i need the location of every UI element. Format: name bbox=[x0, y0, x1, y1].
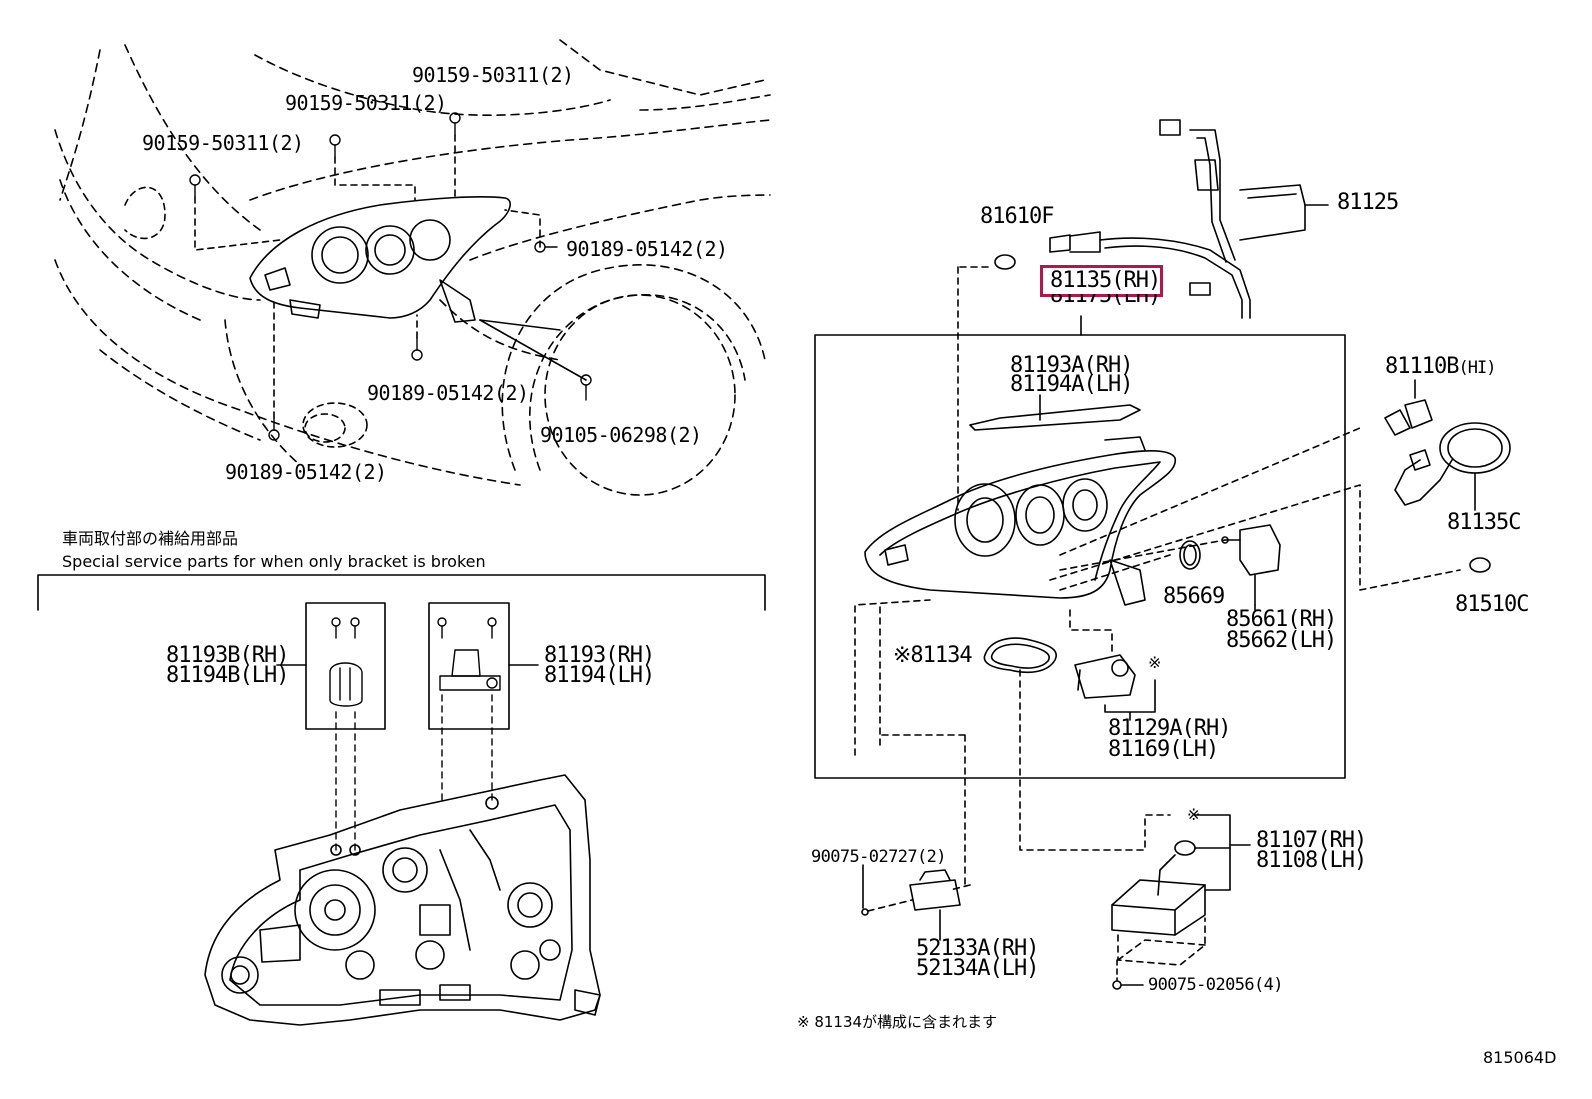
label-81108-lh: 81108(LH) bbox=[1256, 848, 1367, 873]
bulb-81110B bbox=[1384, 379, 1433, 436]
ballast-81107 bbox=[1111, 814, 1251, 990]
diagram-id: 815064D bbox=[1483, 1048, 1557, 1067]
label-90159-50311-left: 90159-50311(2) bbox=[142, 131, 304, 155]
bracket-section-title-en: Special service parts for when only brac… bbox=[62, 552, 486, 571]
bracket-52133A bbox=[861, 864, 961, 941]
label-81135C: 81135C bbox=[1447, 510, 1521, 535]
trim-81193A bbox=[969, 404, 1141, 431]
gasket-81134 bbox=[983, 637, 1057, 674]
label-81194B-lh: 81194B(LH) bbox=[166, 663, 289, 688]
label-81193A-rh: 81193A(RH) bbox=[1010, 353, 1133, 378]
headlamp-rear-view bbox=[204, 774, 601, 1026]
label-81175-lh: 81175(LH) bbox=[1050, 294, 1160, 307]
headlamp-assembly-frame bbox=[814, 334, 1346, 779]
bracket-section-frame bbox=[37, 574, 766, 730]
label-85662-lh: 85662(LH) bbox=[1226, 628, 1337, 653]
cap-81610F bbox=[994, 254, 1016, 270]
label-81510C: 81510C bbox=[1455, 592, 1529, 617]
label-81125: 81125 bbox=[1337, 190, 1399, 215]
label-90159-50311-middle: 90159-50311(2) bbox=[285, 91, 447, 115]
label-81110B: 81110B(HI) bbox=[1385, 354, 1496, 379]
label-81134: ※81134 bbox=[893, 643, 973, 668]
socket-85661 bbox=[1221, 524, 1281, 606]
label-90189-05142-bottom: 90189-05142(2) bbox=[225, 460, 387, 484]
label-90189-05142-right: 90189-05142(2) bbox=[566, 237, 728, 261]
leveling-motor-81129A bbox=[1074, 654, 1136, 699]
label-81110B-number: 81110B bbox=[1385, 354, 1459, 379]
label-90159-50311-top: 90159-50311(2) bbox=[412, 63, 574, 87]
label-90189-05142-center: 90189-05142(2) bbox=[367, 381, 529, 405]
label-81194-lh: 81194(LH) bbox=[544, 663, 655, 688]
wiring-harness-81125 bbox=[1049, 119, 1329, 319]
footnote: ※ 81134が構成に含まれます bbox=[797, 1013, 998, 1031]
harness-81135C bbox=[1394, 422, 1511, 511]
ring-85669 bbox=[1179, 540, 1201, 570]
bracket-parts bbox=[329, 617, 501, 851]
label-85669: 85669 bbox=[1163, 584, 1225, 609]
label-90105-06298: 90105-06298(2) bbox=[540, 423, 702, 447]
label-52134A-lh: 52134A(LH) bbox=[916, 956, 1039, 981]
selected-part-highlight[interactable] bbox=[1040, 265, 1163, 297]
label-81107-rh: 81107(RH) bbox=[1256, 828, 1367, 853]
label-81194A-lh: 81194A(LH) bbox=[1010, 372, 1133, 397]
label-81175-lh-text: 81175(LH) bbox=[1050, 294, 1161, 307]
label-85661-rh: 85661(RH) bbox=[1226, 607, 1337, 632]
asterisk-81129A: ※ bbox=[1148, 653, 1161, 672]
headlamp-body bbox=[864, 436, 1176, 606]
vehicle-front-illustration bbox=[54, 39, 771, 496]
label-90075-02727: 90075-02727(2) bbox=[811, 847, 946, 867]
bracket-section-title-jp: 車両取付部の補給用部品 bbox=[62, 529, 239, 548]
asterisk-81107: ※ bbox=[1187, 805, 1200, 824]
cap-81510C bbox=[1469, 557, 1491, 573]
label-81610F: 81610F bbox=[980, 204, 1054, 229]
label-81110B-hi: (HI) bbox=[1458, 358, 1496, 378]
label-90075-02056: 90075-02056(4) bbox=[1148, 975, 1283, 995]
label-81129A-rh: 81129A(RH) bbox=[1108, 716, 1231, 741]
label-81193B-rh: 81193B(RH) bbox=[166, 643, 289, 668]
label-81193-rh: 81193(RH) bbox=[544, 643, 655, 668]
label-52133A-rh: 52133A(RH) bbox=[916, 936, 1039, 961]
label-81135-rh-selected[interactable]: 81135(RH) bbox=[1050, 268, 1161, 293]
label-81169-lh: 81169(LH) bbox=[1108, 737, 1219, 762]
